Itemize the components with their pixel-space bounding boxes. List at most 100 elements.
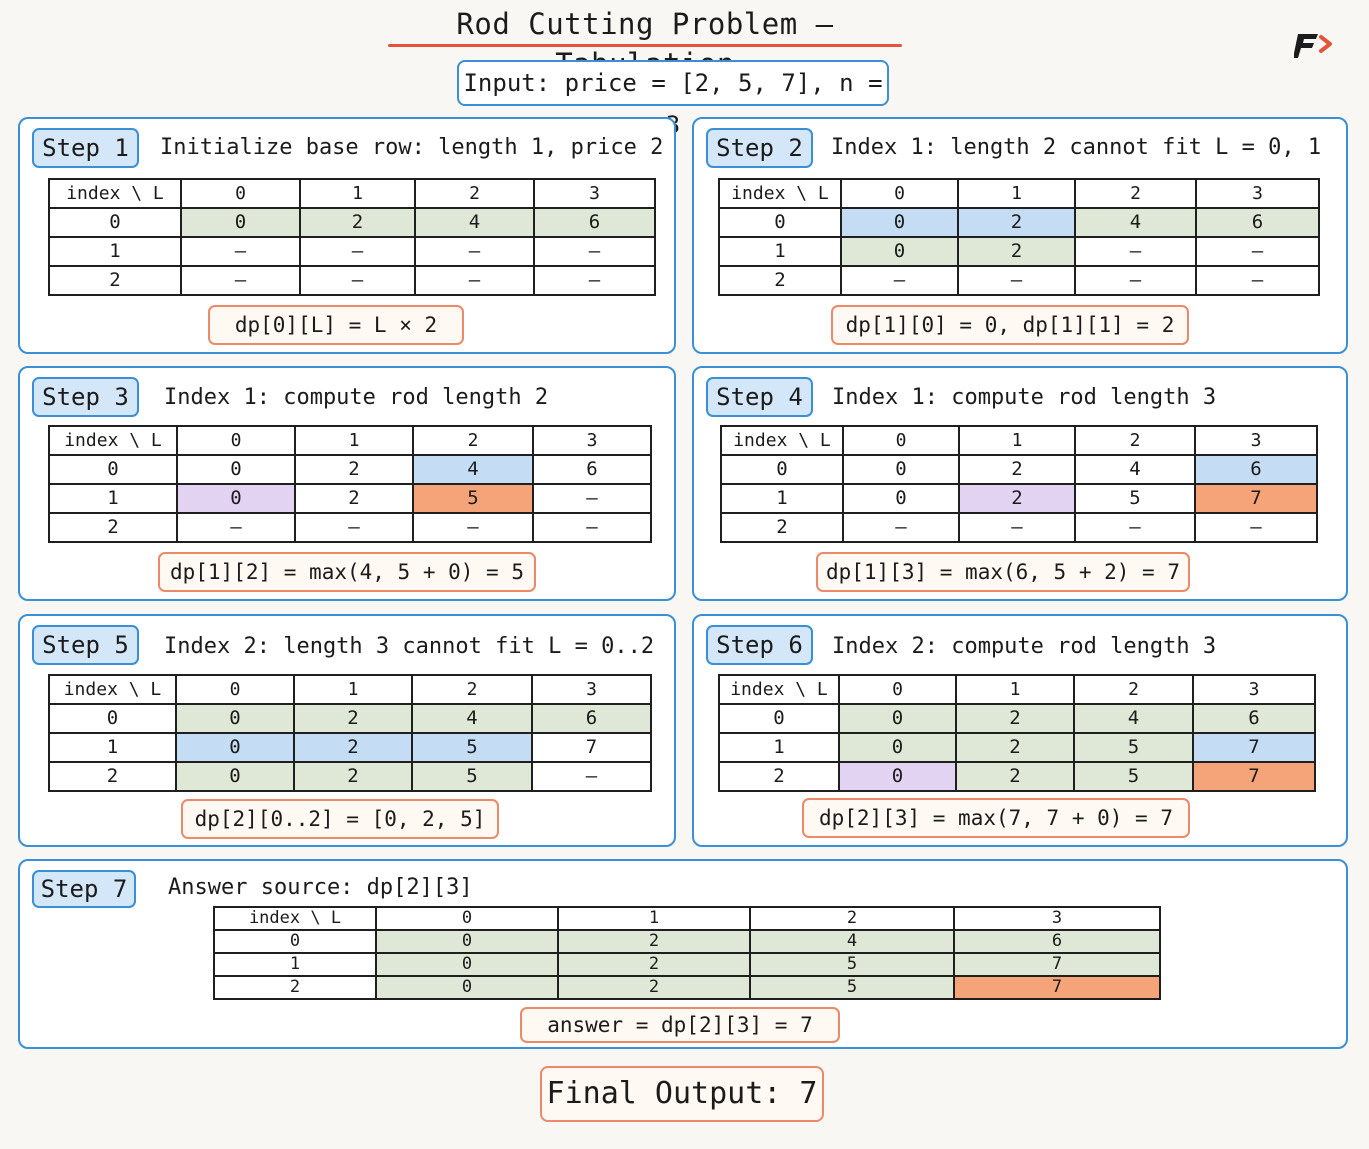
title-underline bbox=[388, 44, 902, 47]
formula-box: dp[0][L] = L × 2 bbox=[208, 305, 464, 345]
header-index-label: index \ L bbox=[718, 178, 842, 209]
dp-cell: 4 bbox=[1074, 207, 1197, 238]
dp-cell: – bbox=[299, 265, 416, 296]
column-header: 3 bbox=[953, 906, 1161, 931]
dp-cell: 2 bbox=[955, 761, 1075, 792]
dp-cell: 2 bbox=[293, 703, 413, 734]
row-index: 2 bbox=[213, 975, 377, 1000]
dp-cell: – bbox=[958, 512, 1076, 543]
column-header: 2 bbox=[414, 178, 535, 209]
column-header: 1 bbox=[299, 178, 416, 209]
step-panel: Step 6 Index 2: compute rod length 3 ind… bbox=[692, 614, 1348, 847]
row-index: 2 bbox=[48, 761, 177, 792]
dp-cell: 0 bbox=[175, 703, 295, 734]
step-description: Index 1: compute rod length 2 bbox=[164, 385, 549, 410]
dp-cell: 2 bbox=[957, 207, 1076, 238]
dp-cell: 6 bbox=[531, 703, 652, 734]
row-index: 0 bbox=[718, 207, 842, 238]
table-row: 2–––– bbox=[720, 512, 1318, 543]
step-panel: Step 5 Index 2: length 3 cannot fit L = … bbox=[18, 614, 676, 847]
dp-cell: – bbox=[176, 512, 296, 543]
formula-box: answer = dp[2][3] = 7 bbox=[520, 1007, 840, 1043]
dp-cell: 6 bbox=[1192, 703, 1316, 734]
column-header: 1 bbox=[955, 674, 1075, 705]
step-badge: Step 1 bbox=[32, 128, 139, 168]
dp-cell: – bbox=[842, 512, 960, 543]
dp-cell: 0 bbox=[838, 703, 957, 734]
dp-cell: 0 bbox=[375, 975, 559, 1000]
dp-cell: – bbox=[533, 236, 656, 267]
column-header: 0 bbox=[842, 425, 960, 456]
dp-cell: 4 bbox=[412, 454, 534, 485]
row-index: 2 bbox=[48, 512, 178, 543]
dp-cell: – bbox=[1074, 512, 1196, 543]
row-index: 1 bbox=[213, 952, 377, 977]
step-badge: Step 5 bbox=[32, 625, 139, 665]
dp-cell: 0 bbox=[840, 236, 959, 267]
formula-box: dp[2][0..2] = [0, 2, 5] bbox=[181, 799, 499, 839]
header-index-label: index \ L bbox=[48, 674, 177, 705]
step-description: Index 1: length 2 cannot fit L = 0, 1 bbox=[831, 135, 1322, 160]
step-description: Index 2: length 3 cannot fit L = 0..2 bbox=[164, 634, 655, 659]
formula-box: dp[1][2] = max(4, 5 + 0) = 5 bbox=[158, 552, 536, 592]
step-description: Index 2: compute rod length 3 bbox=[832, 634, 1217, 659]
column-header: 0 bbox=[375, 906, 559, 931]
dp-cell: 2 bbox=[557, 952, 751, 977]
dp-cell: 2 bbox=[958, 454, 1076, 485]
dp-cell: 0 bbox=[176, 454, 296, 485]
column-header: 0 bbox=[838, 674, 957, 705]
column-header: 3 bbox=[1194, 425, 1318, 456]
row-index: 1 bbox=[718, 236, 842, 267]
dp-cell: 2 bbox=[955, 732, 1075, 763]
dp-cell: 5 bbox=[1074, 483, 1196, 514]
dp-cell: 0 bbox=[838, 732, 957, 763]
header-index-label: index \ L bbox=[48, 425, 178, 456]
dp-cell: 0 bbox=[838, 761, 957, 792]
dp-cell: – bbox=[1074, 265, 1197, 296]
step-panel: Step 3 Index 1: compute rod length 2 ind… bbox=[18, 366, 676, 601]
dp-cell: 5 bbox=[1073, 732, 1194, 763]
table-row: 2–––– bbox=[48, 512, 652, 543]
formula-box: dp[1][3] = max(6, 5 + 2) = 7 bbox=[816, 552, 1190, 592]
dp-cell: 5 bbox=[412, 483, 534, 514]
dp-cell: 2 bbox=[955, 703, 1075, 734]
column-header: 0 bbox=[180, 178, 301, 209]
dp-cell: 6 bbox=[533, 207, 656, 238]
dp-cell: – bbox=[840, 265, 959, 296]
dp-cell: – bbox=[412, 512, 534, 543]
dp-cell: – bbox=[1194, 512, 1318, 543]
step-badge: Step 6 bbox=[706, 625, 813, 665]
row-index: 0 bbox=[48, 207, 182, 238]
dp-cell: 6 bbox=[1194, 454, 1318, 485]
row-index: 2 bbox=[720, 512, 844, 543]
step-description: Answer source: dp[2][3] bbox=[168, 875, 473, 900]
dp-cell: – bbox=[180, 265, 301, 296]
header-index-label: index \ L bbox=[213, 906, 377, 931]
row-index: 1 bbox=[48, 732, 177, 763]
dp-cell: – bbox=[533, 265, 656, 296]
row-index: 1 bbox=[48, 483, 178, 514]
column-header: 2 bbox=[412, 425, 534, 456]
row-index: 0 bbox=[48, 454, 178, 485]
row-index: 1 bbox=[718, 732, 840, 763]
step-panel: Step 1 Initialize base row: length 1, pr… bbox=[18, 117, 676, 354]
step-panel: Step 4 Index 1: compute rod length 3 ind… bbox=[692, 366, 1348, 601]
column-header: 1 bbox=[294, 425, 414, 456]
column-header: 0 bbox=[840, 178, 959, 209]
step-description: Index 1: compute rod length 3 bbox=[832, 385, 1217, 410]
step-badge: Step 4 bbox=[706, 377, 813, 417]
formula-box: dp[2][3] = max(7, 7 + 0) = 7 bbox=[802, 798, 1190, 838]
row-index: 1 bbox=[720, 483, 844, 514]
